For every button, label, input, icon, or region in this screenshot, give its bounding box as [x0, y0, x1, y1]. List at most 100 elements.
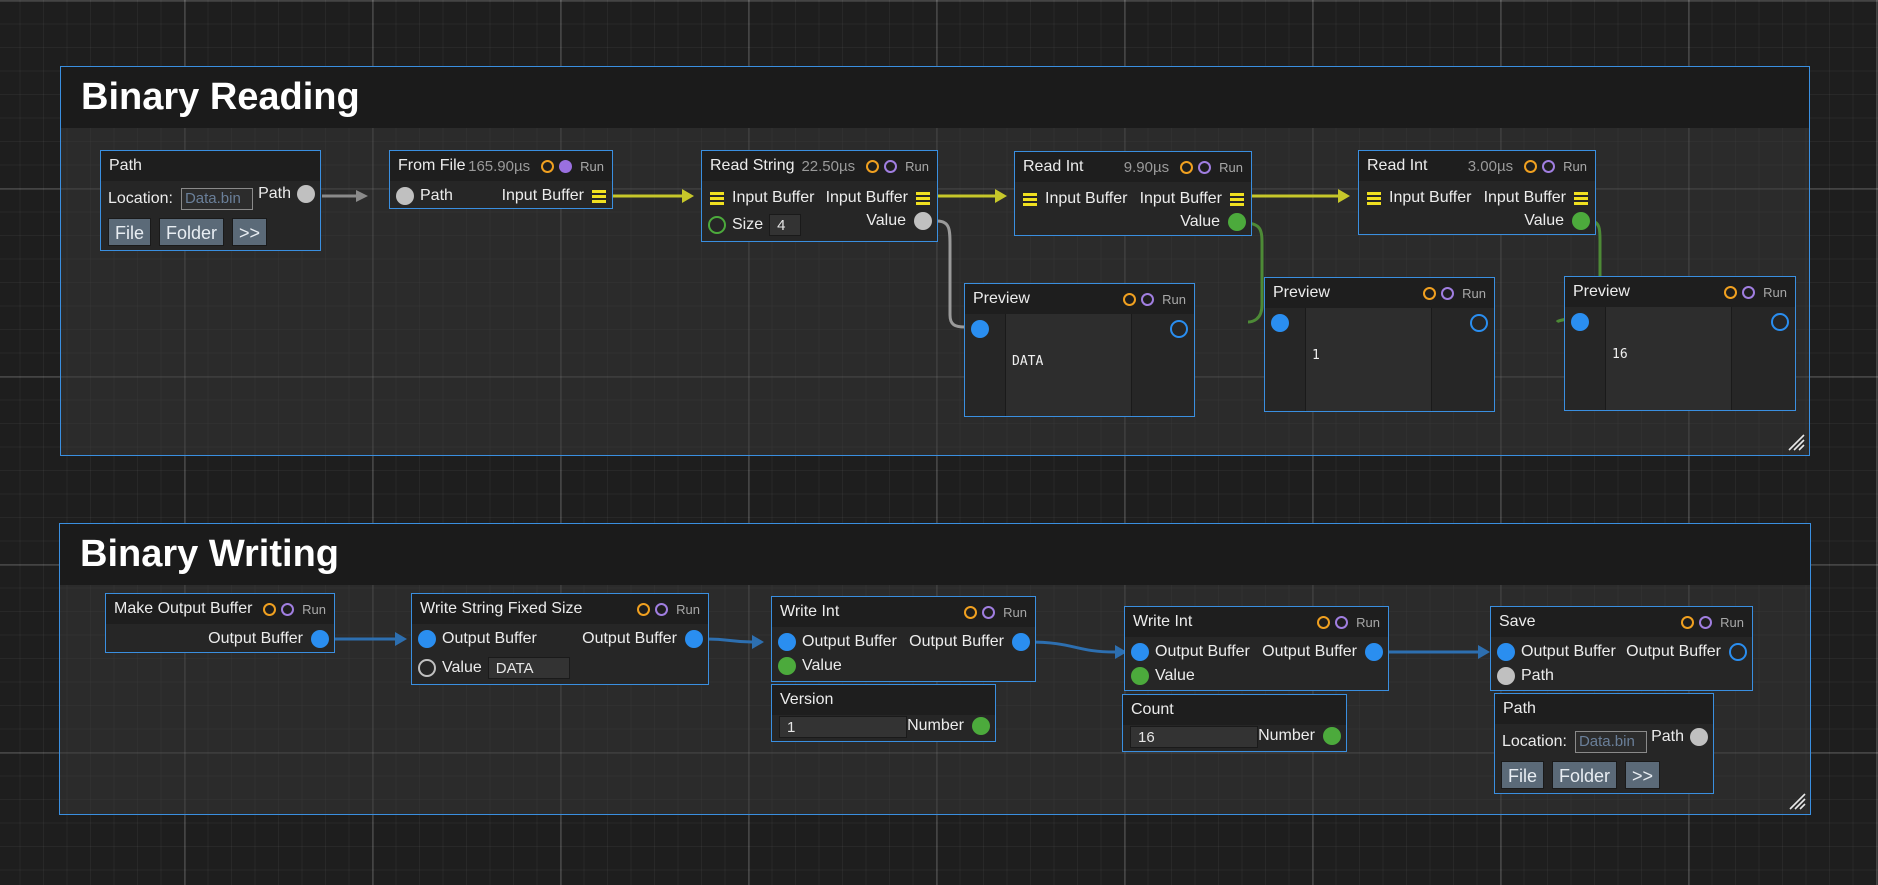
- buffer-input-port[interactable]: [1367, 191, 1381, 205]
- folder-button[interactable]: Folder: [159, 218, 225, 246]
- run-label[interactable]: Run: [1219, 159, 1243, 175]
- path-input-port[interactable]: [396, 187, 414, 205]
- size-input-port[interactable]: [708, 216, 726, 234]
- run-label[interactable]: Run: [1462, 285, 1486, 301]
- exec-status-icon[interactable]: [866, 159, 880, 173]
- run-toggle-icon[interactable]: [1699, 615, 1713, 629]
- output-buffer-input-port[interactable]: [418, 630, 436, 648]
- exec-status-icon[interactable]: [1123, 292, 1137, 306]
- output-buffer-input-port[interactable]: [1497, 643, 1515, 661]
- folder-button[interactable]: Folder: [1552, 761, 1618, 789]
- preview-output-port[interactable]: [1470, 314, 1488, 332]
- path-node[interactable]: Path Location: Data.bin Path File Folder…: [100, 150, 321, 251]
- number-input[interactable]: 1: [779, 716, 907, 738]
- run-toggle-icon[interactable]: [559, 159, 573, 173]
- run-label[interactable]: Run: [1563, 158, 1587, 174]
- exec-status-icon[interactable]: [1423, 286, 1437, 300]
- number-output-port[interactable]: [1323, 727, 1341, 745]
- buffer-output-port[interactable]: [1574, 191, 1588, 205]
- size-input[interactable]: 4: [769, 214, 802, 236]
- group-title-bar[interactable]: Binary Writing: [60, 524, 1810, 585]
- version-node[interactable]: Version 1 Number: [771, 684, 996, 742]
- read-string-node[interactable]: Read String 22.50µs Run Input Buffer Inp…: [701, 150, 938, 242]
- path-input-port[interactable]: [1497, 667, 1515, 685]
- run-toggle-icon[interactable]: [281, 602, 295, 616]
- expand-button[interactable]: >>: [232, 218, 268, 246]
- run-toggle-icon[interactable]: [1742, 285, 1756, 299]
- location-input[interactable]: Data.bin: [180, 188, 253, 210]
- read-int-node[interactable]: Read Int 3.00µs Run Input Buffer Input B…: [1358, 150, 1596, 235]
- exec-status-icon[interactable]: [964, 605, 978, 619]
- run-label[interactable]: Run: [580, 158, 604, 174]
- preview-output-port[interactable]: [1771, 313, 1789, 331]
- buffer-input-port[interactable]: [1023, 192, 1037, 206]
- run-toggle-icon[interactable]: [1542, 159, 1556, 173]
- output-buffer-port[interactable]: [1729, 643, 1747, 661]
- from-file-node[interactable]: From File 165.90µs Run Path Input Buffer: [389, 150, 613, 209]
- output-buffer-port[interactable]: [1365, 643, 1383, 661]
- preview-input-port[interactable]: [1271, 314, 1289, 332]
- preview-node[interactable]: Preview Run 1: [1264, 277, 1495, 412]
- output-buffer-port[interactable]: [1012, 633, 1030, 651]
- group-title-bar[interactable]: Binary Reading: [61, 67, 1809, 128]
- write-string-fixed-size-node[interactable]: Write String Fixed Size Run Output Buffe…: [411, 593, 709, 685]
- run-toggle-icon[interactable]: [1335, 615, 1349, 629]
- run-toggle-icon[interactable]: [1441, 286, 1455, 300]
- file-button[interactable]: File: [1501, 761, 1545, 789]
- run-label[interactable]: Run: [302, 601, 326, 617]
- value-output-port[interactable]: [1572, 212, 1590, 230]
- exec-status-icon[interactable]: [1180, 160, 1194, 174]
- value-output-port[interactable]: [914, 212, 932, 230]
- file-button[interactable]: File: [108, 218, 152, 246]
- buffer-output-port[interactable]: [1230, 192, 1244, 206]
- buffer-output-port[interactable]: [592, 189, 606, 203]
- write-int-node[interactable]: Write Int Run Output Buffer Output Buffe…: [1124, 606, 1389, 691]
- preview-output-port[interactable]: [1170, 320, 1188, 338]
- run-toggle-icon[interactable]: [655, 602, 669, 616]
- number-input[interactable]: 16: [1130, 726, 1258, 748]
- output-buffer-port[interactable]: [685, 630, 703, 648]
- path-output-port[interactable]: [297, 185, 315, 203]
- write-int-node[interactable]: Write Int Run Output Buffer Output Buffe…: [771, 596, 1036, 682]
- run-label[interactable]: Run: [1003, 604, 1027, 620]
- binary-reading-group[interactable]: Binary Reading: [60, 66, 1810, 456]
- exec-status-icon[interactable]: [541, 159, 555, 173]
- exec-status-icon[interactable]: [1317, 615, 1331, 629]
- value-input-port[interactable]: [418, 659, 436, 677]
- run-label[interactable]: Run: [1162, 291, 1186, 307]
- run-label[interactable]: Run: [676, 601, 700, 617]
- run-label[interactable]: Run: [1720, 614, 1744, 630]
- exec-status-icon[interactable]: [1724, 285, 1738, 299]
- output-buffer-input-port[interactable]: [778, 633, 796, 651]
- buffer-input-port[interactable]: [710, 191, 724, 205]
- exec-status-icon[interactable]: [1524, 159, 1538, 173]
- resize-handle-icon[interactable]: [1787, 433, 1805, 451]
- exec-status-icon[interactable]: [637, 602, 651, 616]
- count-node[interactable]: Count 16 Number: [1122, 694, 1347, 752]
- make-output-buffer-node[interactable]: Make Output Buffer Run Output Buffer: [105, 593, 335, 653]
- output-buffer-input-port[interactable]: [1131, 643, 1149, 661]
- path-output-port[interactable]: [1690, 728, 1708, 746]
- preview-node[interactable]: Preview Run DATA: [964, 283, 1195, 417]
- number-output-port[interactable]: [972, 717, 990, 735]
- run-label[interactable]: Run: [1763, 284, 1787, 300]
- run-toggle-icon[interactable]: [884, 159, 898, 173]
- path-node[interactable]: Path Location: Data.bin Path File Folder…: [1494, 693, 1714, 794]
- run-toggle-icon[interactable]: [1141, 292, 1155, 306]
- value-input-port[interactable]: [1131, 667, 1149, 685]
- expand-button[interactable]: >>: [1625, 761, 1661, 789]
- output-buffer-port[interactable]: [311, 630, 329, 648]
- read-int-node[interactable]: Read Int 9.90µs Run Input Buffer Input B…: [1014, 151, 1252, 236]
- value-input[interactable]: DATA: [487, 657, 570, 679]
- value-output-port[interactable]: [1228, 213, 1246, 231]
- save-node[interactable]: Save Run Output Buffer Output Buffer Pat…: [1490, 606, 1753, 691]
- run-label[interactable]: Run: [1356, 614, 1380, 630]
- run-label[interactable]: Run: [905, 158, 929, 174]
- exec-status-icon[interactable]: [263, 602, 277, 616]
- exec-status-icon[interactable]: [1681, 615, 1695, 629]
- run-toggle-icon[interactable]: [1198, 160, 1212, 174]
- resize-handle-icon[interactable]: [1788, 792, 1806, 810]
- run-toggle-icon[interactable]: [982, 605, 996, 619]
- buffer-output-port[interactable]: [916, 191, 930, 205]
- preview-input-port[interactable]: [971, 320, 989, 338]
